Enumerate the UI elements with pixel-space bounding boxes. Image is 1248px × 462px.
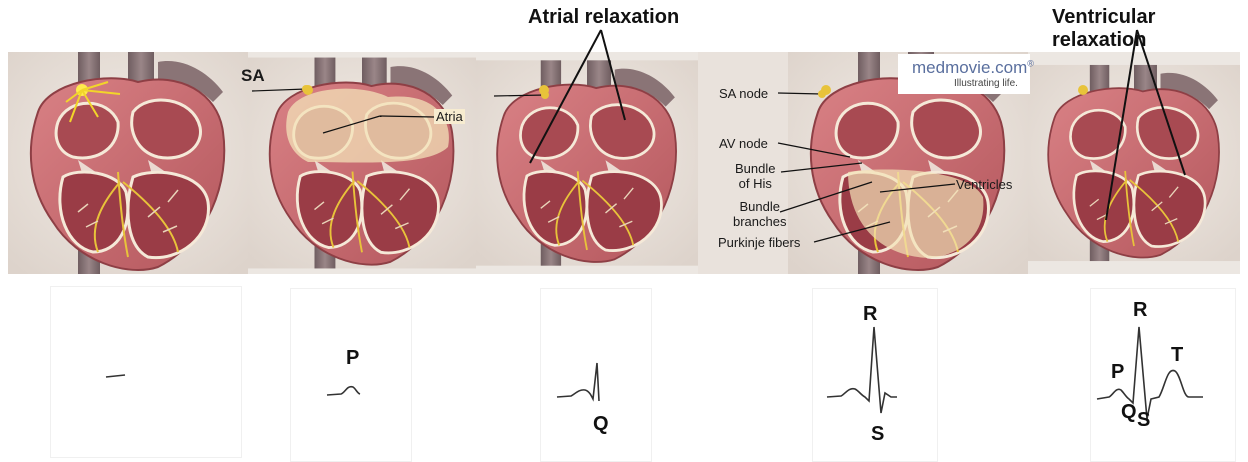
ecg-label-s: S [871, 423, 884, 446]
ecg-panel-1 [50, 286, 242, 458]
ecg-label-p: P [346, 347, 359, 370]
ecg-label-s: S [1137, 409, 1150, 432]
ecg-label-q: Q [1121, 401, 1137, 424]
ecg-trace-1 [51, 287, 241, 457]
ecg-label-q: Q [593, 413, 609, 436]
ecg-panel-4: R S [812, 288, 938, 462]
ecg-panel-5: R P T Q S [1090, 288, 1236, 462]
ecg-label-r: R [1133, 299, 1147, 322]
ecg-label-t: T [1171, 344, 1183, 367]
ecg-trace-2 [291, 289, 411, 461]
ecg-label-p: P [1111, 361, 1124, 384]
ecg-panel-3: Q [540, 288, 652, 462]
ecg-panel-2: P [290, 288, 412, 462]
ecg-label-r: R [863, 303, 877, 326]
